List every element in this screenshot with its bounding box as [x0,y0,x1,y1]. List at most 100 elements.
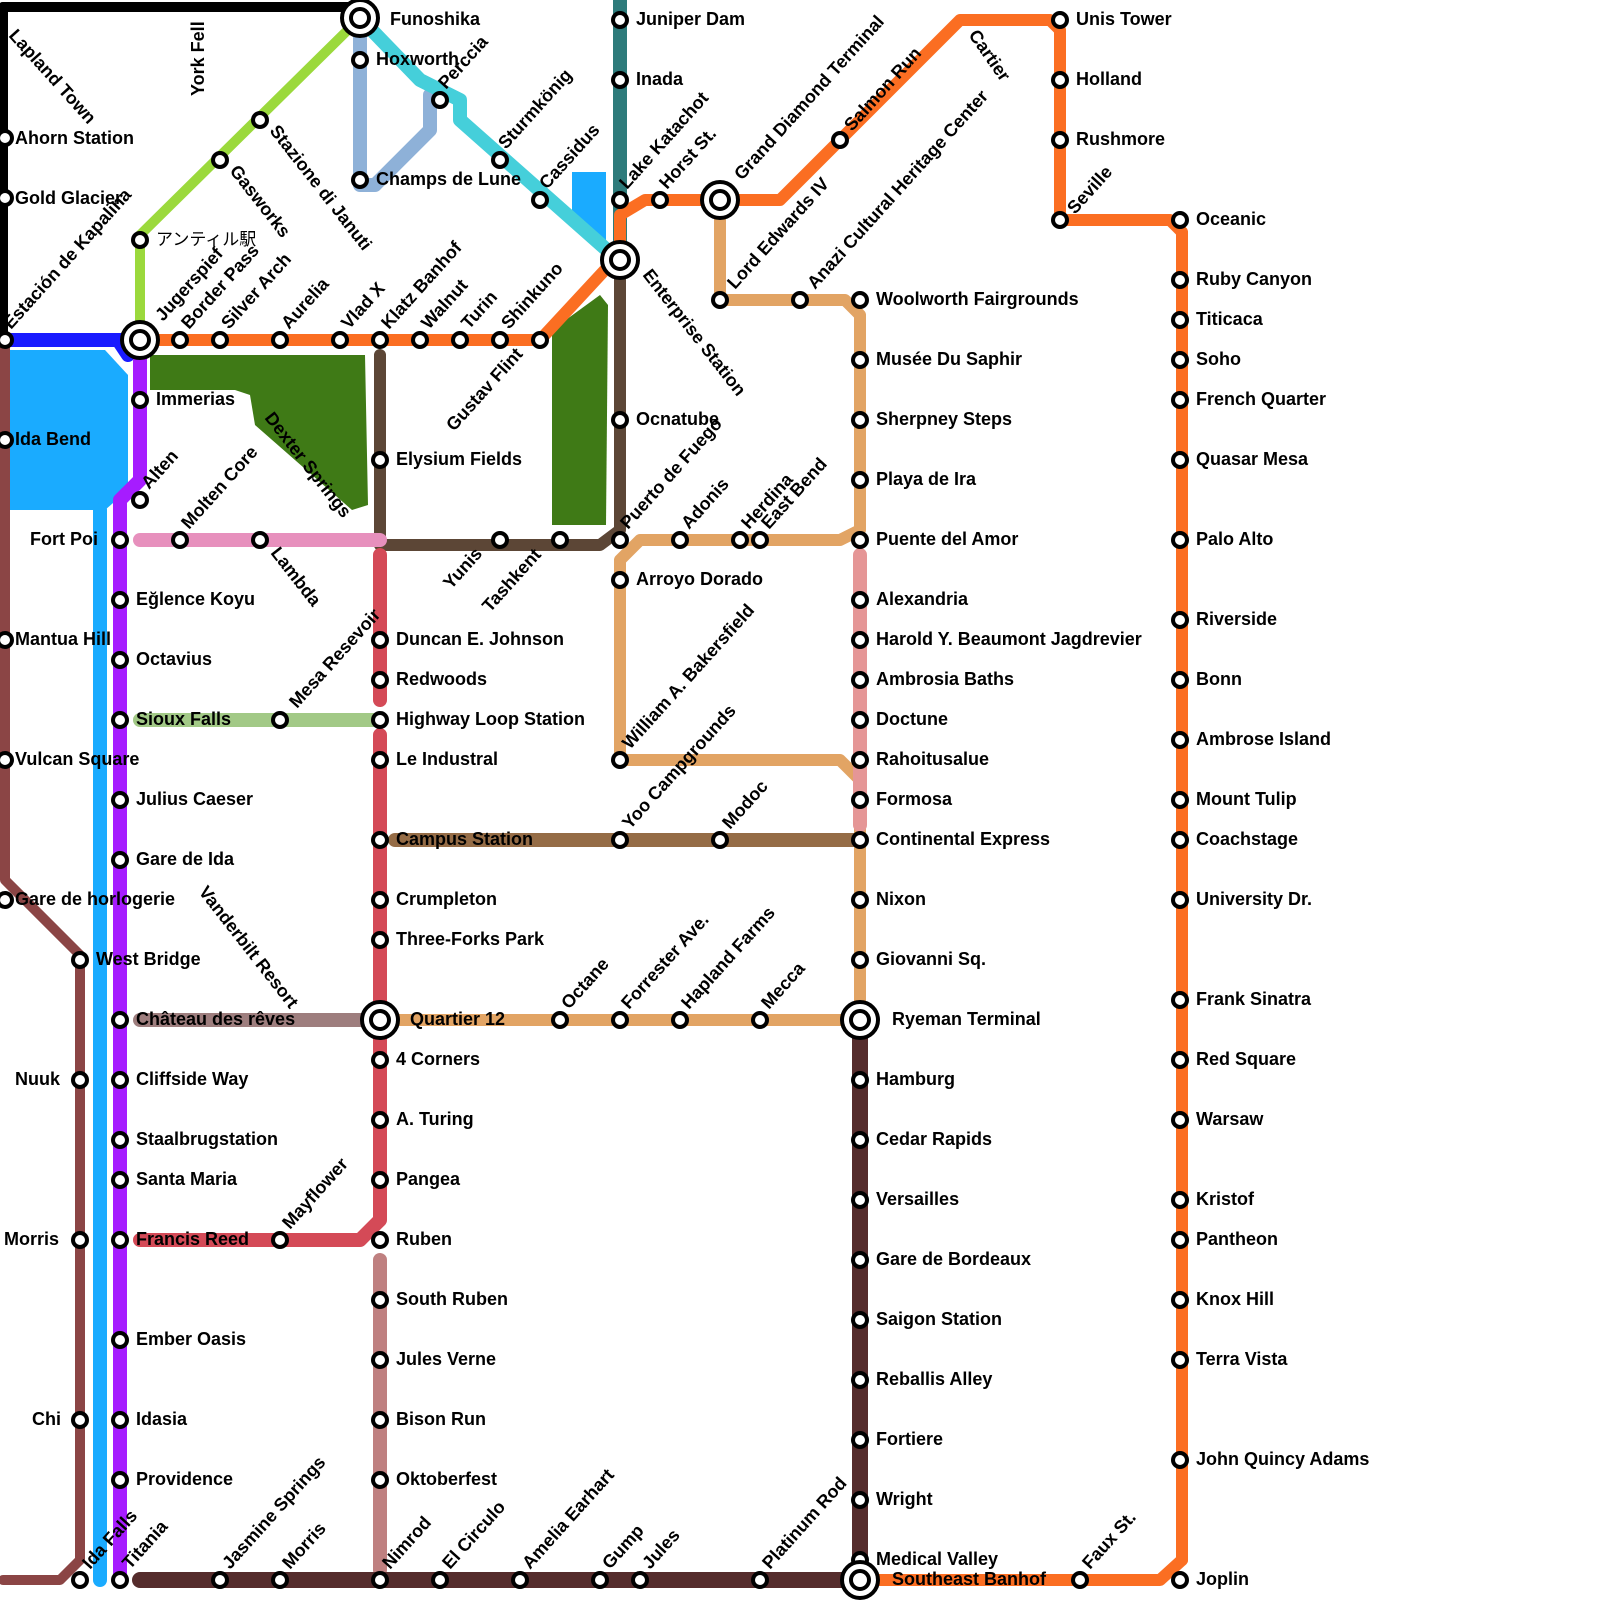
station-marker[interactable] [113,1073,127,1087]
station-label[interactable]: Holland [1076,69,1142,89]
station-label[interactable]: Funoshika [390,9,481,29]
station-marker[interactable] [1173,893,1187,907]
station-marker[interactable] [1173,993,1187,1007]
station-marker[interactable] [853,1073,867,1087]
station-label[interactable]: Fort Poi [30,529,98,549]
station-marker[interactable] [113,1573,127,1587]
station-marker[interactable] [433,1573,447,1587]
station-marker[interactable] [753,1013,767,1027]
station-label[interactable]: Gare de Ida [136,849,235,869]
station-marker[interactable] [853,593,867,607]
station-label[interactable]: Lambda [267,543,326,610]
station-marker[interactable] [1173,353,1187,367]
station-label[interactable]: Jules Verne [396,1349,496,1369]
station-marker[interactable] [113,653,127,667]
station-marker[interactable] [353,53,367,67]
station-marker[interactable] [373,1573,387,1587]
station-marker[interactable] [513,1573,527,1587]
station-marker[interactable] [173,533,187,547]
station-label[interactable]: York Fell [188,21,208,96]
station-label[interactable]: Cliffside Way [136,1069,248,1089]
station-marker[interactable] [373,933,387,947]
station-label[interactable]: Morris [278,1518,330,1572]
station-label[interactable]: A. Turing [396,1109,474,1129]
station-marker[interactable] [1173,1053,1187,1067]
station-marker[interactable] [493,153,507,167]
station-marker[interactable] [373,833,387,847]
station-marker[interactable] [273,333,287,347]
station-marker[interactable] [373,1353,387,1367]
station-marker[interactable] [113,1013,127,1027]
station-marker[interactable] [753,533,767,547]
station-label[interactable]: Frank Sinatra [1196,989,1312,1009]
station-label[interactable]: Julius Caeser [136,789,253,809]
station-marker[interactable] [1053,73,1067,87]
station-marker[interactable] [713,833,727,847]
station-label[interactable]: Bonn [1196,669,1242,689]
station-marker[interactable] [673,1013,687,1027]
station-marker[interactable] [853,633,867,647]
station-marker[interactable] [373,893,387,907]
station-label[interactable]: Ryeman Terminal [892,1009,1041,1029]
station-label[interactable]: Musée Du Saphir [876,349,1022,369]
station-label[interactable]: Adonis [677,474,733,533]
station-marker[interactable] [333,333,347,347]
station-marker[interactable] [1173,1573,1187,1587]
station-label[interactable]: Le Industral [396,749,498,769]
station-marker[interactable] [1173,533,1187,547]
station-label[interactable]: Morris [4,1229,59,1249]
station-label[interactable]: Vlad X [337,278,389,332]
station-marker[interactable] [613,833,627,847]
station-marker[interactable] [853,353,867,367]
station-marker[interactable] [1173,453,1187,467]
station-label[interactable]: Reballis Alley [876,1369,992,1389]
station-label[interactable]: Sturmkönig [494,65,576,153]
station-marker[interactable] [353,173,367,187]
station-label[interactable]: Giovanni Sq. [876,949,986,969]
station-marker[interactable] [113,1473,127,1487]
station-label[interactable]: Rahoitusalue [876,749,989,769]
station-label[interactable]: Seville [1063,162,1116,218]
station-marker[interactable] [593,1573,607,1587]
station-marker[interactable] [533,333,547,347]
station-label[interactable]: Sherpney Steps [876,409,1012,429]
station-marker[interactable] [113,853,127,867]
station-marker[interactable] [1173,1193,1187,1207]
station-marker[interactable] [1173,393,1187,407]
station-marker[interactable] [673,533,687,547]
station-marker[interactable] [853,293,867,307]
station-marker[interactable] [1173,1453,1187,1467]
station-label[interactable]: Inada [636,69,684,89]
station-label[interactable]: Gump [598,1521,648,1573]
station-marker[interactable] [373,633,387,647]
station-label[interactable]: Doctune [876,709,948,729]
station-marker[interactable] [493,333,507,347]
station-marker[interactable] [113,713,127,727]
station-marker[interactable] [1173,793,1187,807]
station-marker[interactable] [373,1293,387,1307]
station-marker[interactable] [1053,13,1067,27]
station-label[interactable]: Coachstage [1196,829,1298,849]
station-marker[interactable] [113,1133,127,1147]
station-label[interactable]: Vanderbilt Resort [195,882,303,1012]
station-marker[interactable] [73,1573,87,1587]
station-marker[interactable] [1173,213,1187,227]
station-marker[interactable] [853,1373,867,1387]
station-marker[interactable] [0,333,12,347]
station-marker[interactable] [613,573,627,587]
station-marker[interactable] [273,1573,287,1587]
station-marker[interactable] [853,713,867,727]
station-marker[interactable] [1053,213,1067,227]
station-label[interactable]: Lapland Town [5,25,100,127]
station-marker[interactable] [1173,313,1187,327]
station-label[interactable]: Pantheon [1196,1229,1278,1249]
station-marker[interactable] [253,113,267,127]
station-label[interactable]: Riverside [1196,609,1277,629]
station-marker[interactable] [853,413,867,427]
station-marker[interactable] [853,533,867,547]
station-marker[interactable] [613,13,627,27]
station-marker[interactable] [613,533,627,547]
station-marker[interactable] [1053,133,1067,147]
station-marker[interactable] [1173,1293,1187,1307]
station-marker[interactable] [133,233,147,247]
